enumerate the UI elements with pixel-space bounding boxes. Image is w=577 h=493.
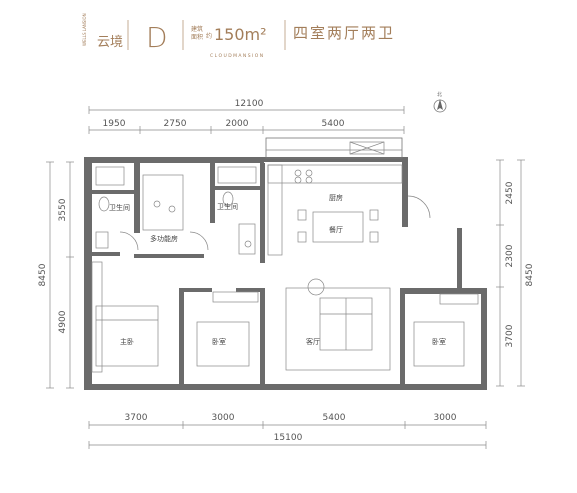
wardrobe-master [91,261,103,373]
bed-icon-2 [196,321,250,367]
room-label-kitchen: 厨房 [329,193,343,202]
room-label-living: 客厅 [306,337,320,346]
dim-top-seg-2: 2750 [164,119,187,129]
dimensions-left: 8450 3550 4900 [38,161,74,389]
dim-left-seg-1: 3550 [58,198,68,221]
unit-type: D [146,21,168,54]
wardrobe-2 [212,291,259,303]
wardrobe-3 [439,293,479,305]
dim-bottom-seg-1: 3700 [125,413,148,423]
dim-right-seg-3: 3700 [505,324,515,347]
room-label-bed3: 卧室 [432,337,446,346]
area-label-line2: 面积 [191,33,203,41]
dim-left-seg-2: 4900 [58,310,68,333]
dim-top-seg-4: 5400 [322,119,345,129]
door-arc-1 [119,231,139,251]
dim-top-seg-3: 2000 [226,119,249,129]
door-arc-3 [407,195,431,219]
layout-text: 四室两厅两卫 [293,24,395,42]
dim-left-total: 8450 [38,263,48,286]
top-windows [265,137,403,159]
area-prefix: 约 [206,32,212,40]
room-label-master: 主卧 [120,337,134,346]
walls [84,157,487,390]
room-label-multi: 多功能房 [150,234,178,243]
area-value: 150m² [214,25,267,44]
room-labels: 卫生间 多功能房 卫生间 厨房 餐厅 主卧 卧室 客厅 卧室 [109,193,446,346]
dim-bottom-seg-2: 3000 [212,413,235,423]
dim-bottom-seg-3: 5400 [323,413,346,423]
compass: 北 [433,91,447,113]
plant-icon [307,278,325,296]
room-label-bed2: 卧室 [212,337,226,346]
bed-icon-master [95,305,159,367]
room-label-bath1: 卫生间 [109,203,130,212]
dim-bottom-seg-4: 3000 [434,413,457,423]
header: WELLS LANSION 云境 D 建筑 面积 约 150m² 四室两厅两卫 … [82,13,395,59]
dimensions-top: 12100 1950 2750 2000 5400 [88,99,405,134]
sink-icon [95,231,109,249]
header-small-vertical-text: WELLS LANSION [82,13,87,46]
dim-bottom-total: 15100 [274,433,303,443]
dim-top-seg-1: 1950 [103,119,126,129]
dim-top-total: 12100 [235,99,264,109]
area-label-line1: 建筑 [191,25,203,33]
north-arrow-icon [437,99,443,110]
header-subtitle: C L O U D M A N S I O N [210,53,263,59]
dim-right-seg-1: 2450 [505,181,515,204]
toilet-icon-2 [222,191,234,207]
dining-table-icon [312,211,364,243]
room-label-bath2: 卫生间 [217,202,238,211]
dimensions-right: 2450 2300 3700 8450 [496,159,535,387]
compass-label: 北 [437,91,442,98]
toilet-icon [98,196,110,212]
dim-right-seg-2: 2300 [505,244,515,267]
dim-right-total: 8450 [525,263,535,286]
bed-icon-3 [413,321,465,367]
door-arc-2 [189,231,209,251]
dimensions-bottom: 3700 3000 5400 3000 15100 [88,413,487,449]
living-area [285,287,391,371]
fixtures [91,164,479,373]
brand-name: 云境 [97,35,123,50]
room-label-dining: 餐厅 [329,225,343,234]
